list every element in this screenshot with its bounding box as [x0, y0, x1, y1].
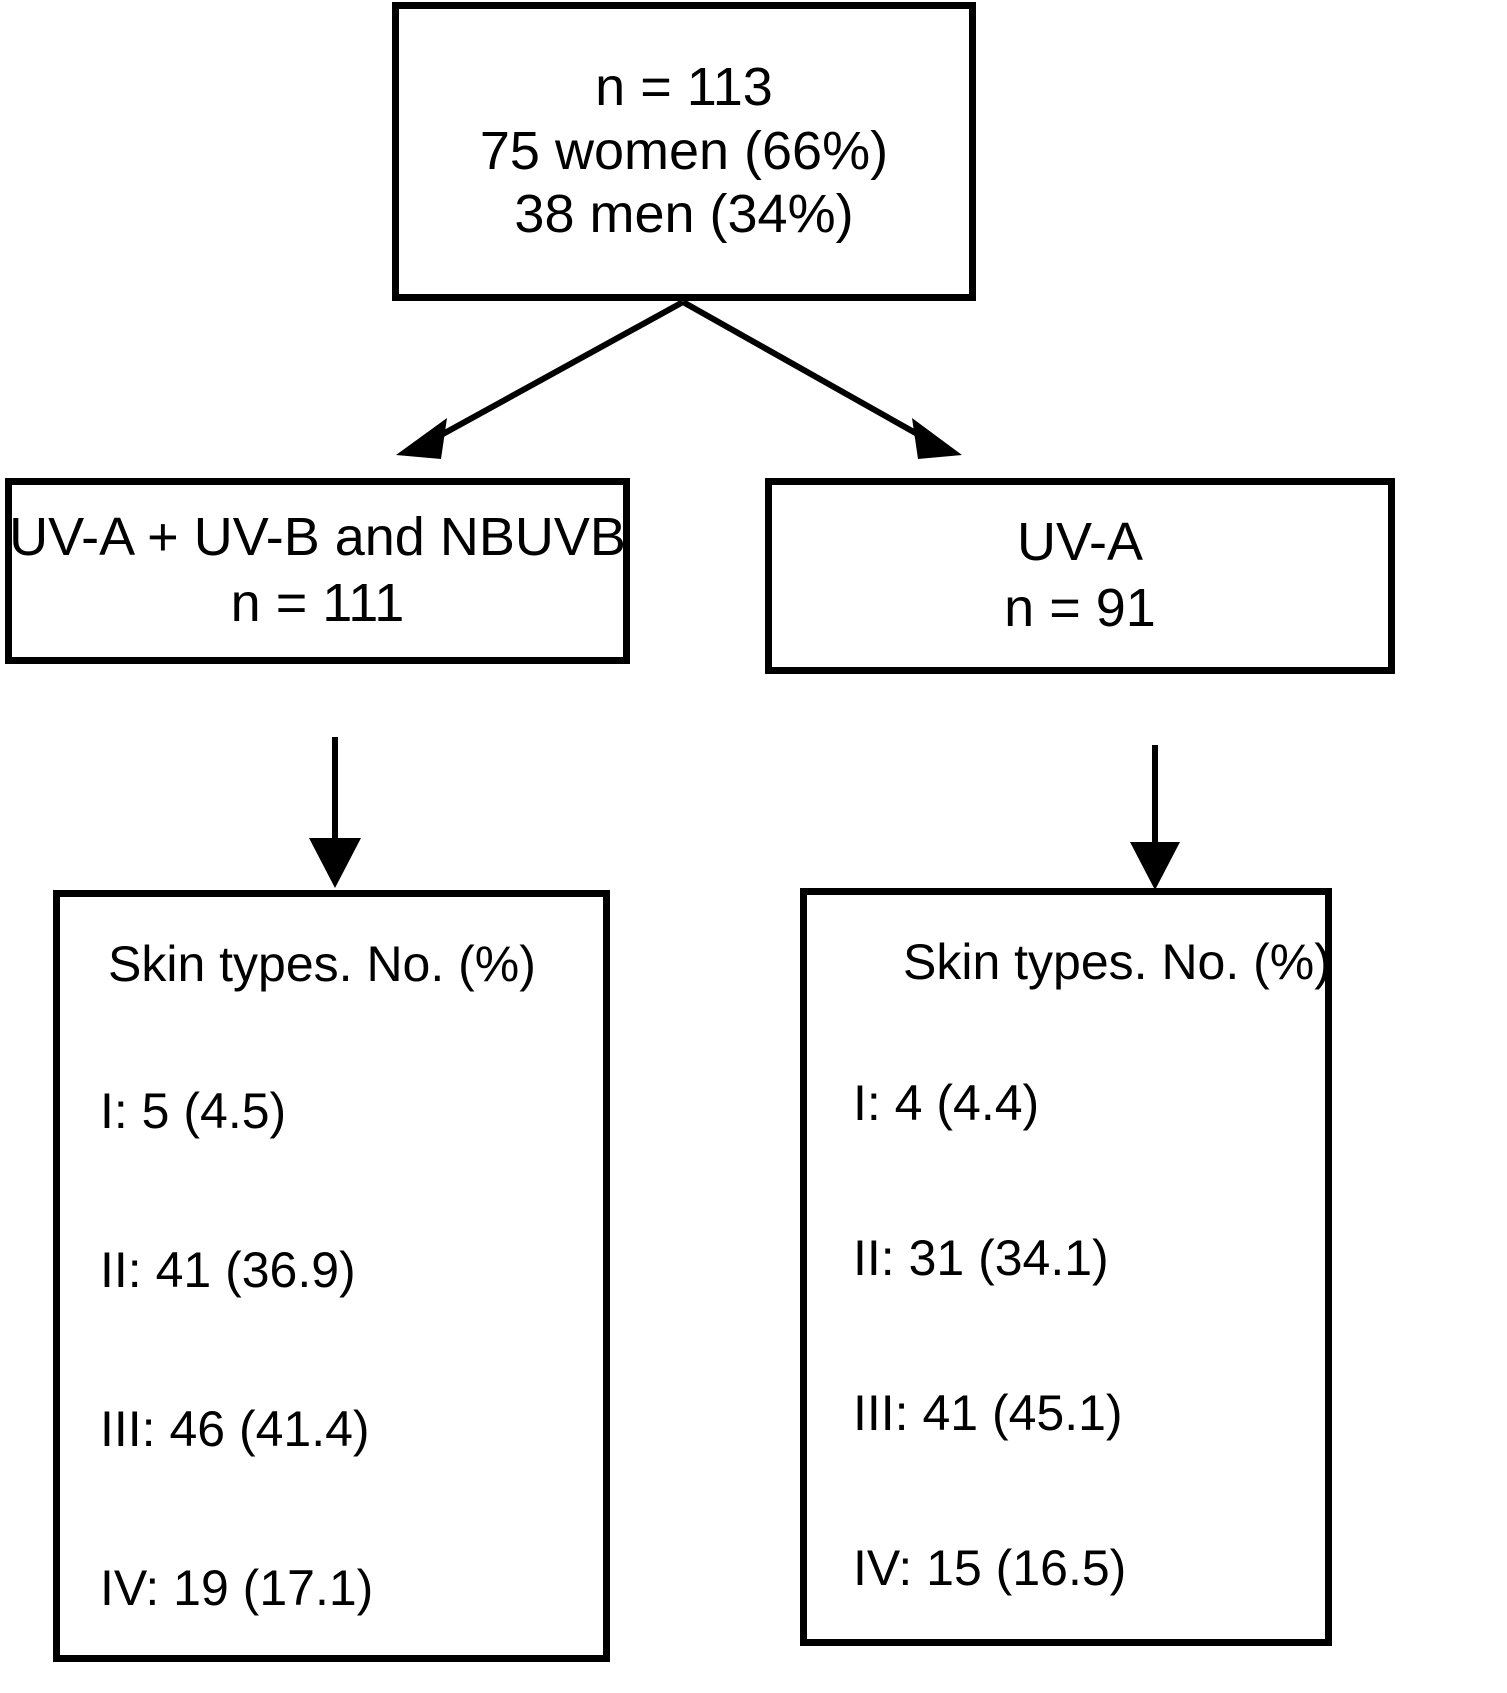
cohort-men: 38 men (34%): [514, 184, 854, 245]
node-skin-types-left: Skin types. No. (%) I: 5 (4.5) II: 41 (3…: [53, 890, 610, 1662]
skin-right-row-ii: II: 31 (34.1): [853, 1230, 1109, 1286]
arm-right-title: UV-A: [1016, 512, 1144, 573]
node-arm-left: UV-A + UV-B and NBUVB n = 111: [5, 478, 630, 664]
arm-right-count: n = 91: [1004, 578, 1156, 638]
skin-left-heading: Skin types. No. (%): [108, 936, 536, 992]
skin-right-row-iv: IV: 15 (16.5): [853, 1540, 1127, 1596]
cohort-total: n = 113: [595, 56, 773, 117]
skin-right-row-iii: III: 41 (45.1): [853, 1385, 1123, 1441]
skin-right-row-i: I: 4 (4.4): [853, 1075, 1040, 1131]
skin-left-row-i: I: 5 (4.5): [100, 1083, 287, 1139]
arm-left-count: n = 111: [230, 573, 405, 633]
skin-right-heading: Skin types. No. (%): [903, 934, 1331, 990]
cohort-women: 75 women (66%): [479, 120, 889, 181]
skin-left-row-ii: II: 41 (36.9): [100, 1242, 356, 1298]
edge-arm-left-to-skin-left: [309, 737, 361, 888]
skin-left-rows: I: 5 (4.5) II: 41 (36.9) III: 46 (41.4) …: [100, 1084, 603, 1693]
node-arm-right: UV-A n = 91: [765, 478, 1395, 674]
skin-left-row-iv: IV: 19 (17.1): [100, 1560, 374, 1616]
edge-arm-right-to-skin-right: [1130, 745, 1180, 890]
edge-cohort-to-arm-left: [396, 299, 685, 459]
arm-left-title: UV-A + UV-B and NBUVB: [9, 507, 626, 568]
edge-cohort-to-arm-right: [681, 299, 962, 459]
node-cohort: n = 113 75 women (66%) 38 men (34%): [392, 2, 976, 301]
skin-left-row-iii: III: 46 (41.4): [100, 1401, 370, 1457]
skin-right-rows: I: 4 (4.4) II: 31 (34.1) III: 41 (45.1) …: [853, 1076, 1325, 1693]
node-skin-types-right: Skin types. No. (%) I: 4 (4.4) II: 31 (3…: [800, 888, 1332, 1646]
